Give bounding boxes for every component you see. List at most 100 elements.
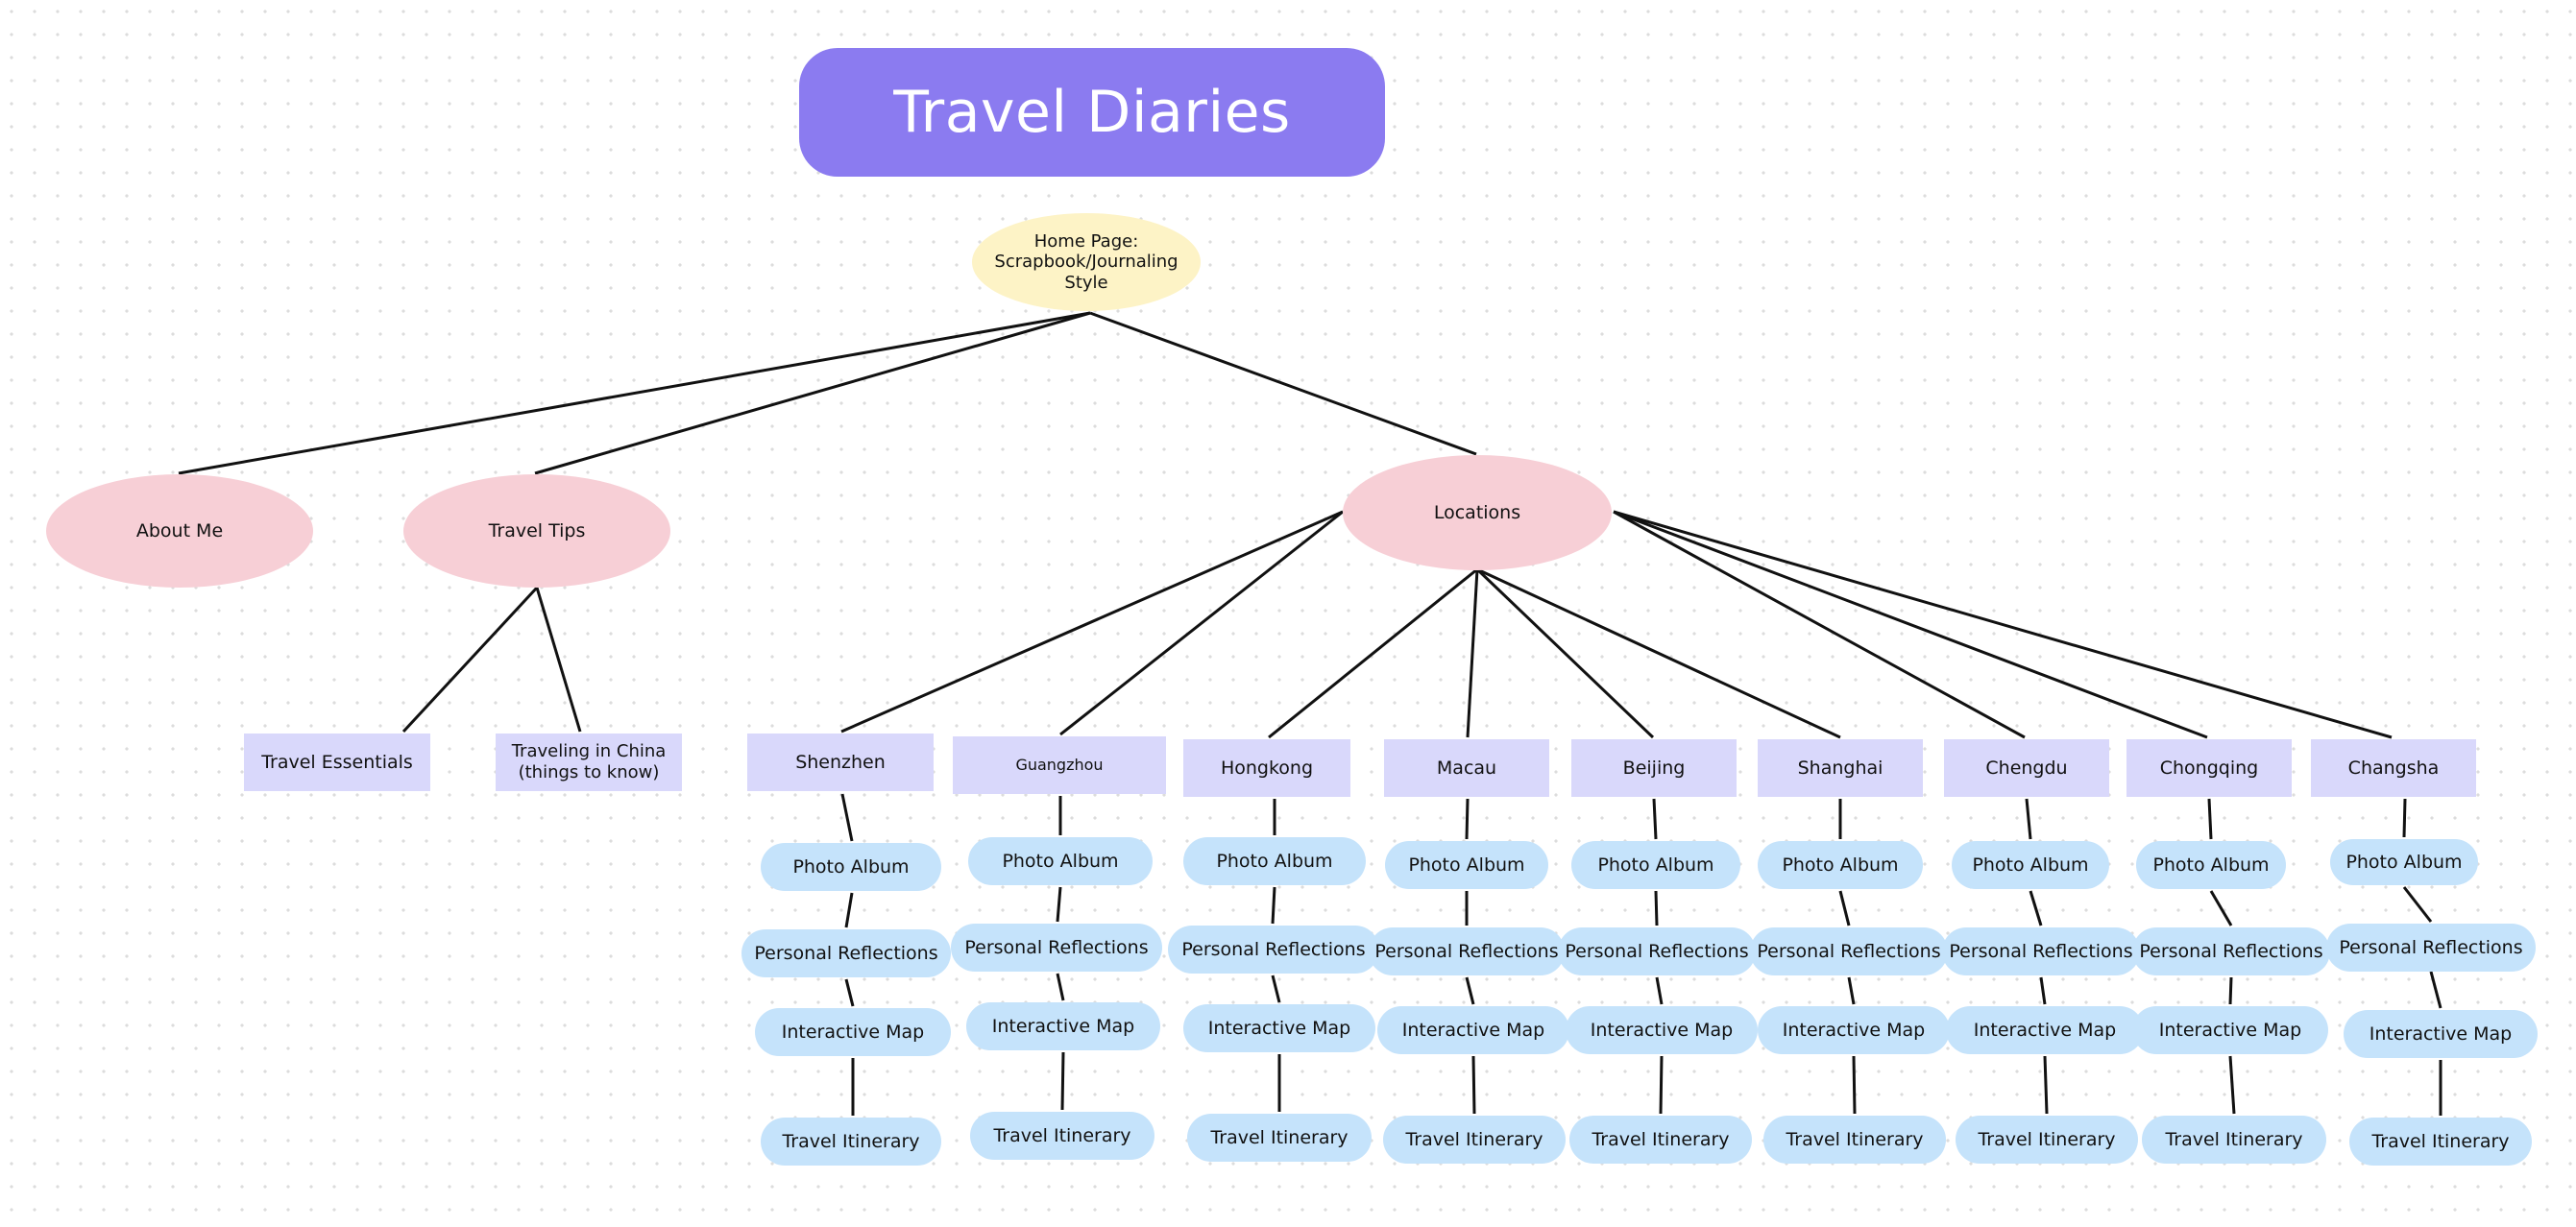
photo-album-node-chengdu[interactable]: Photo Album <box>1952 841 2109 889</box>
travel-itinerary-node-guangzhou[interactable]: Travel Itinerary <box>970 1112 1154 1160</box>
personal-reflections-node-guangzhou[interactable]: Personal Reflections <box>951 924 1162 972</box>
city-node-macau[interactable]: Macau <box>1384 739 1549 797</box>
travel-itinerary-node-beijing[interactable]: Travel Itinerary <box>1569 1116 1752 1164</box>
page-title: Travel Diaries <box>893 79 1291 146</box>
connector-hongkong-1 <box>1271 886 1276 925</box>
photo-album-node-hongkong-label: Photo Album <box>1216 850 1333 872</box>
city-node-beijing[interactable]: Beijing <box>1571 739 1737 797</box>
city-node-hongkong[interactable]: Hongkong <box>1183 739 1350 797</box>
traveling-in-china-node[interactable]: Traveling in China (things to know) <box>496 734 682 791</box>
travel-itinerary-node-macau-label: Travel Itinerary <box>1405 1128 1543 1150</box>
interactive-map-node-chengdu-label: Interactive Map <box>1973 1019 2117 1041</box>
connector-shenzhen-2 <box>844 978 855 1007</box>
interactive-map-node-macau-label: Interactive Map <box>1401 1019 1545 1041</box>
interactive-map-node-hongkong-label: Interactive Map <box>1207 1017 1351 1039</box>
connector-guangzhou-2 <box>1056 973 1065 1001</box>
connector-shanghai-1 <box>1838 890 1851 926</box>
city-node-guangzhou[interactable]: Guangzhou <box>953 736 1166 794</box>
travel-essentials-node[interactable]: Travel Essentials <box>244 734 430 791</box>
photo-album-node-shenzhen[interactable]: Photo Album <box>761 843 941 891</box>
city-node-chongqing[interactable]: Chongqing <box>2126 739 2292 797</box>
city-node-shanghai[interactable]: Shanghai <box>1758 739 1923 797</box>
interactive-map-node-guangzhou[interactable]: Interactive Map <box>966 1002 1160 1050</box>
connector-changsha-2 <box>2429 971 2442 1009</box>
personal-reflections-node-shanghai-label: Personal Reflections <box>1757 940 1941 962</box>
city-node-shenzhen[interactable]: Shenzhen <box>747 734 934 791</box>
city-node-macau-label: Macau <box>1436 757 1497 779</box>
interactive-map-node-beijing[interactable]: Interactive Map <box>1566 1006 1758 1054</box>
photo-album-node-chengdu-label: Photo Album <box>1972 854 2089 876</box>
personal-reflections-node-shenzhen[interactable]: Personal Reflections <box>741 929 951 977</box>
connector-locations-shenzhen <box>840 510 1344 734</box>
locations-node[interactable]: Locations <box>1343 455 1612 570</box>
photo-album-node-macau[interactable]: Photo Album <box>1385 841 1548 889</box>
travel-itinerary-node-shanghai[interactable]: Travel Itinerary <box>1763 1116 1946 1164</box>
photo-album-node-macau-label: Photo Album <box>1408 854 1525 876</box>
connector-macau-3 <box>1471 1055 1476 1115</box>
interactive-map-node-macau[interactable]: Interactive Map <box>1377 1006 1569 1054</box>
personal-reflections-node-chengdu[interactable]: Personal Reflections <box>1942 927 2140 975</box>
travel-itinerary-node-beijing-label: Travel Itinerary <box>1592 1128 1730 1150</box>
interactive-map-node-chengdu[interactable]: Interactive Map <box>1946 1006 2144 1054</box>
travel-itinerary-node-macau[interactable]: Travel Itinerary <box>1383 1116 1566 1164</box>
about-me-node[interactable]: About Me <box>46 474 313 588</box>
travel-itinerary-node-chongqing[interactable]: Travel Itinerary <box>2142 1116 2326 1164</box>
interactive-map-node-chongqing[interactable]: Interactive Map <box>2132 1006 2328 1054</box>
travel-tips-node[interactable]: Travel Tips <box>403 474 670 588</box>
travel-itinerary-node-changsha-label: Travel Itinerary <box>2371 1130 2510 1152</box>
travel-itinerary-node-shanghai-label: Travel Itinerary <box>1786 1128 1924 1150</box>
interactive-map-node-shenzhen-label: Interactive Map <box>781 1021 925 1043</box>
title-banner: Travel Diaries <box>799 48 1385 177</box>
connector-chongqing-3 <box>2228 1055 2236 1115</box>
travel-itinerary-node-chengdu[interactable]: Travel Itinerary <box>1956 1116 2138 1164</box>
travel-itinerary-node-shenzhen-label: Travel Itinerary <box>782 1130 920 1152</box>
travel-itinerary-node-hongkong[interactable]: Travel Itinerary <box>1187 1114 1372 1162</box>
personal-reflections-node-shenzhen-label: Personal Reflections <box>754 942 938 964</box>
traveling-in-china-node-label: Traveling in China (things to know) <box>511 741 667 782</box>
personal-reflections-node-chengdu-label: Personal Reflections <box>1949 940 2133 962</box>
connector-locations-macau <box>1466 568 1479 738</box>
photo-album-node-shanghai[interactable]: Photo Album <box>1758 841 1923 889</box>
photo-album-node-chongqing[interactable]: Photo Album <box>2136 841 2286 889</box>
connector-chengdu-0 <box>2025 798 2032 840</box>
photo-album-node-guangzhou-label: Photo Album <box>1002 850 1119 872</box>
personal-reflections-node-changsha[interactable]: Personal Reflections <box>2326 924 2536 972</box>
connector-locations-changsha <box>1613 510 2393 739</box>
city-node-chengdu[interactable]: Chengdu <box>1944 739 2109 797</box>
connector-macau-0 <box>1465 798 1470 840</box>
interactive-map-node-hongkong[interactable]: Interactive Map <box>1183 1004 1375 1052</box>
interactive-map-node-guangzhou-label: Interactive Map <box>991 1015 1135 1037</box>
connector-beijing-2 <box>1655 976 1664 1005</box>
connector-home-tips <box>534 311 1091 475</box>
personal-reflections-node-beijing-label: Personal Reflections <box>1565 940 1749 962</box>
personal-reflections-node-beijing[interactable]: Personal Reflections <box>1558 927 1756 975</box>
locations-node-label: Locations <box>1433 501 1521 523</box>
connector-locations-beijing <box>1475 567 1655 739</box>
photo-album-node-chongqing-label: Photo Album <box>2152 854 2270 876</box>
photo-album-node-hongkong[interactable]: Photo Album <box>1183 837 1366 885</box>
city-node-changsha[interactable]: Changsha <box>2311 739 2476 797</box>
personal-reflections-node-macau[interactable]: Personal Reflections <box>1369 927 1565 975</box>
personal-reflections-node-hongkong[interactable]: Personal Reflections <box>1168 926 1379 974</box>
connector-beijing-1 <box>1654 890 1659 926</box>
connector-shanghai-2 <box>1847 976 1856 1005</box>
photo-album-node-guangzhou[interactable]: Photo Album <box>968 837 1153 885</box>
city-node-guangzhou-label: Guangzhou <box>1015 756 1104 775</box>
connector-macau-2 <box>1465 976 1475 1005</box>
travel-itinerary-node-shenzhen[interactable]: Travel Itinerary <box>761 1118 941 1166</box>
interactive-map-node-changsha[interactable]: Interactive Map <box>2344 1010 2538 1058</box>
connector-changsha-1 <box>2402 886 2433 923</box>
photo-album-node-beijing[interactable]: Photo Album <box>1571 841 1740 889</box>
connector-guangzhou-1 <box>1056 886 1062 923</box>
interactive-map-node-shanghai[interactable]: Interactive Map <box>1758 1006 1950 1054</box>
personal-reflections-node-chongqing[interactable]: Personal Reflections <box>2132 927 2330 975</box>
photo-album-node-changsha[interactable]: Photo Album <box>2330 839 2478 885</box>
home-page-node[interactable]: Home Page: Scrapbook/Journaling Style <box>972 213 1201 311</box>
city-node-changsha-label: Changsha <box>2347 757 2440 779</box>
interactive-map-node-beijing-label: Interactive Map <box>1590 1019 1734 1041</box>
interactive-map-node-shenzhen[interactable]: Interactive Map <box>755 1008 951 1056</box>
connector-chongqing-0 <box>2207 798 2213 840</box>
travel-itinerary-node-changsha[interactable]: Travel Itinerary <box>2349 1118 2532 1166</box>
connector-shenzhen-1 <box>844 892 854 928</box>
personal-reflections-node-shanghai[interactable]: Personal Reflections <box>1750 927 1948 975</box>
